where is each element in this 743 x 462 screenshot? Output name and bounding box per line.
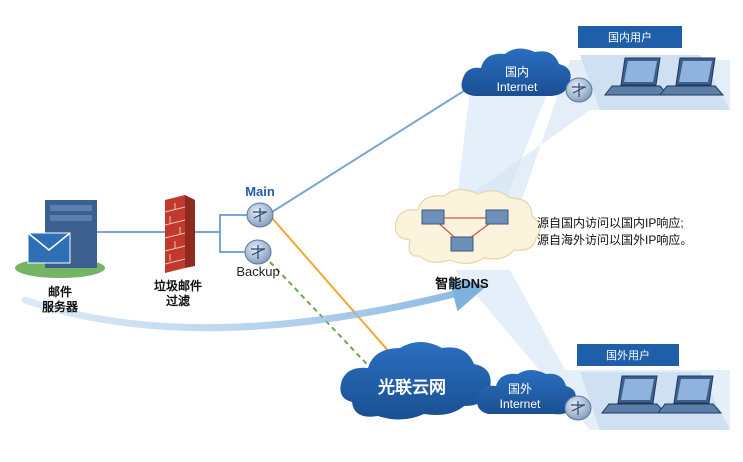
link-filter-to-routers [190, 214, 250, 233]
dns-note-line2: 源自海外访问以国外IP响应。 [537, 232, 692, 247]
overseas-cloud-label-line1: 国外 [508, 382, 532, 396]
domestic-users-label: 国内用户 [608, 30, 652, 44]
overseas-users-label: 国外用户 [606, 348, 650, 362]
laptop-icon [656, 375, 723, 414]
spam-filter-label-line2: 过滤 [166, 293, 190, 308]
dns-server-icon [421, 209, 509, 252]
link-main-to-domestic [271, 81, 479, 213]
domestic-internet-cloud [461, 48, 571, 96]
domestic-cloud-label-line2: Internet [497, 80, 538, 94]
spam-filter-label-line1: 垃圾邮件 [154, 278, 202, 293]
overseas-users-badge [577, 344, 679, 366]
overseas-cloud-label-line2: Internet [500, 397, 541, 411]
link-main-to-guanglian [271, 217, 406, 371]
overseas-router-icon [564, 395, 592, 421]
overseas-internet-cloud [477, 370, 576, 415]
dns-note-line1: 源自国内访问以国内IP响应; [537, 215, 684, 230]
laptop-icon [600, 375, 667, 414]
domestic-cloud-label-line1: 国内 [505, 65, 529, 79]
link-filter-to-backup [219, 232, 250, 253]
guanglian-cloud-label: 光联云网 [377, 377, 446, 397]
backup-router-icon [244, 239, 272, 265]
domestic-router-icon [565, 77, 593, 103]
firewall-icon [164, 195, 195, 273]
mail-server-label-line1: 邮件 [48, 284, 72, 299]
domestic-users-badge [578, 26, 682, 48]
mail-server-label-line2: 服务器 [42, 299, 79, 314]
backup-router-label: Backup [236, 264, 279, 279]
smart-dns-cloud [394, 188, 541, 265]
laptop-icon [603, 57, 670, 96]
smart-dns-label: 智能DNS [435, 276, 489, 291]
main-router-icon [246, 202, 274, 228]
laptop-icon [658, 57, 725, 96]
mail-server-icon [15, 200, 105, 278]
guanglian-cloud [340, 342, 491, 420]
curved-arrow-to-dns [21, 277, 487, 332]
dns-beam-domestic-top [455, 60, 560, 215]
main-router-label: Main [245, 184, 275, 199]
